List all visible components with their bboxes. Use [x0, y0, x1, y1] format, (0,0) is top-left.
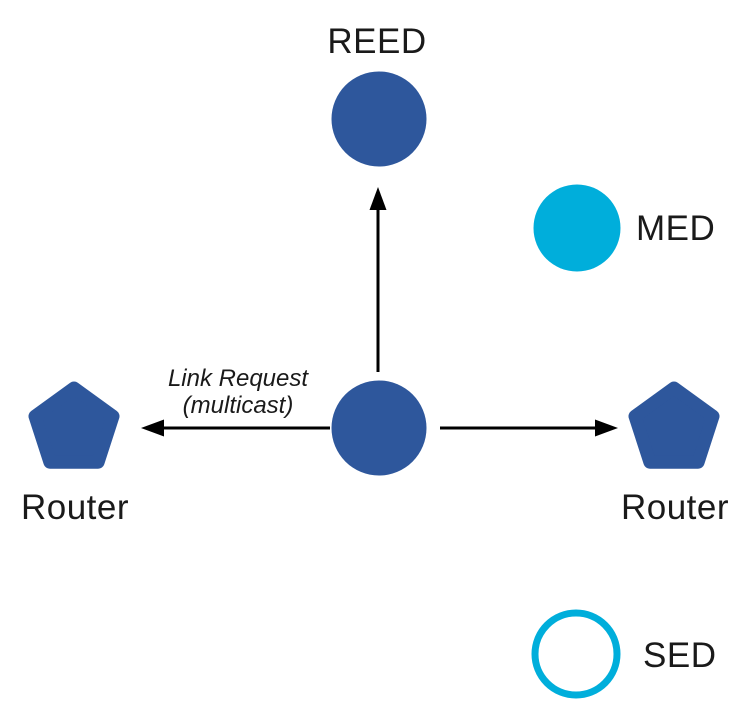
med-node-label: MED	[636, 209, 715, 248]
link-request-label-line1: Link Request	[168, 365, 309, 392]
med-node-circle	[533, 184, 621, 272]
center-node-circle	[331, 380, 427, 476]
router-right-label: Router	[621, 488, 729, 527]
arrow-right-head-icon	[595, 419, 618, 437]
arrow-right-to-router	[440, 419, 618, 437]
link-request-label-line2: (multicast)	[183, 392, 294, 419]
router-right-pentagon	[628, 381, 720, 469]
arrow-left-head-icon	[141, 419, 164, 437]
arrow-up-head-icon	[369, 187, 387, 210]
arrow-up-to-reed	[369, 187, 387, 372]
router-left-pentagon	[28, 381, 120, 469]
sed-node-circle	[531, 609, 621, 699]
sed-node-label: SED	[643, 636, 716, 675]
reed-node-circle	[331, 71, 427, 167]
reed-node-label: REED	[327, 22, 426, 61]
router-left-label: Router	[21, 488, 129, 527]
arrow-left-to-router	[141, 419, 330, 437]
